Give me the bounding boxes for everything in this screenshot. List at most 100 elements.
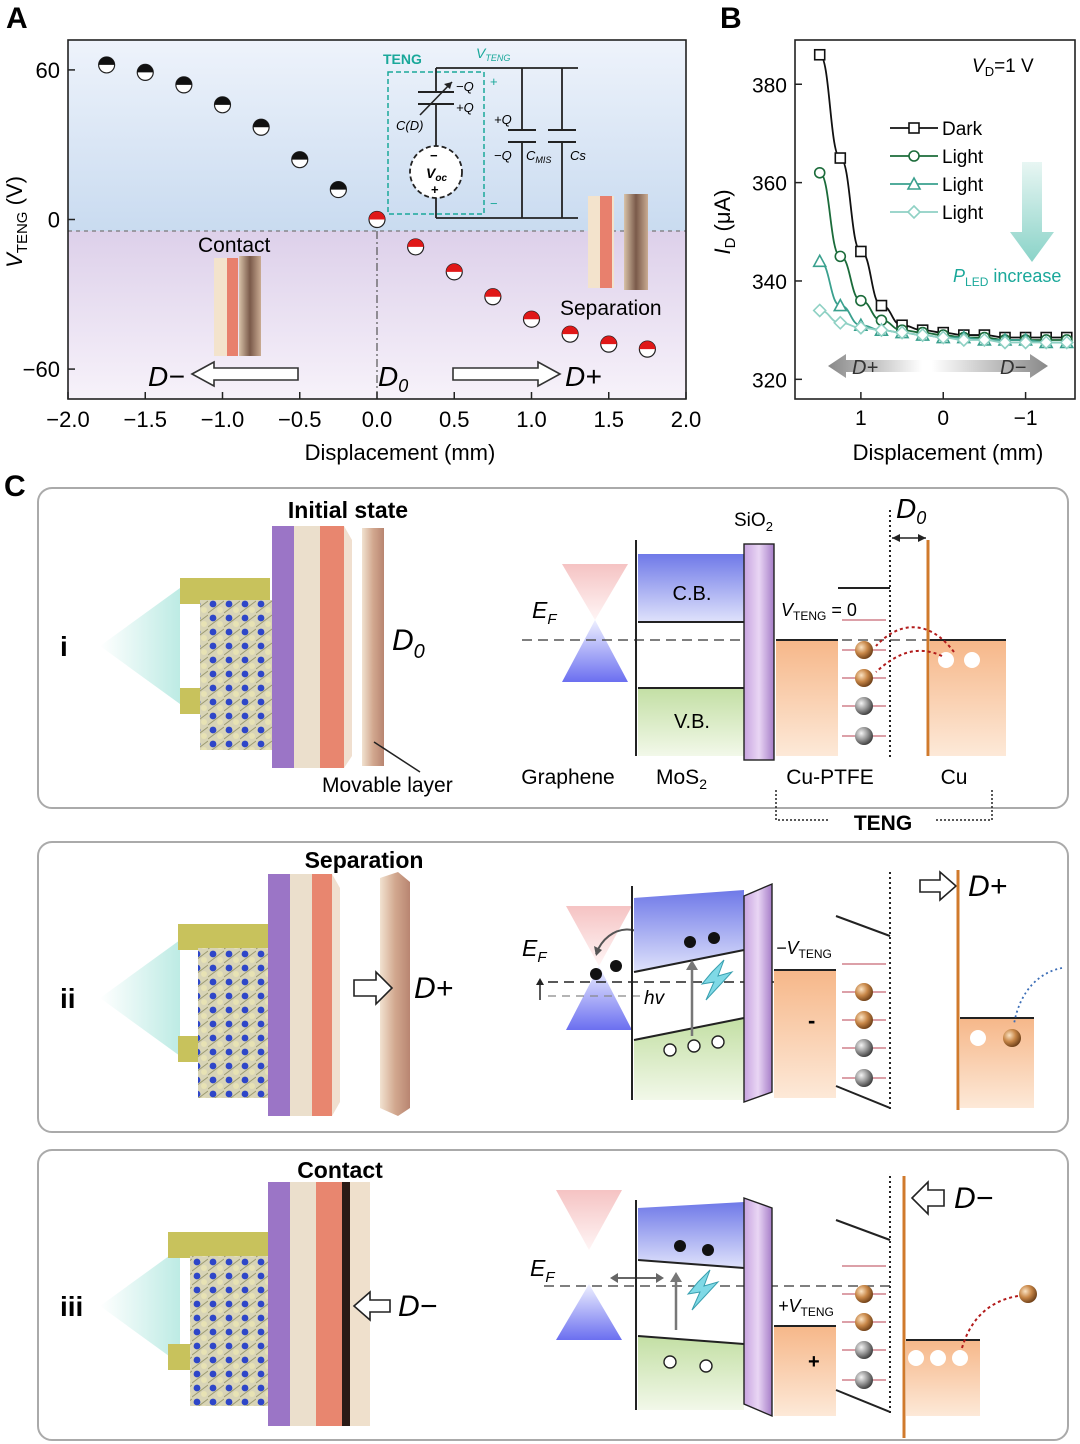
cu-ptfe-metal — [776, 640, 838, 756]
row-frame — [37, 841, 1069, 1133]
data-point — [832, 297, 848, 312]
sio2-barrier — [743, 882, 773, 1103]
legend-label: Light — [942, 203, 984, 224]
y-tick-label: 60 — [36, 58, 60, 83]
legend-label: Light — [942, 147, 984, 168]
vteng-label: −VTENG — [776, 938, 832, 961]
x-tick-label: −1.5 — [124, 407, 167, 432]
data-point — [906, 204, 922, 220]
data-point — [98, 56, 116, 74]
valence-band — [638, 1336, 744, 1410]
conduction-band — [634, 890, 744, 972]
svg-text:+: + — [431, 182, 439, 197]
data-point — [833, 315, 848, 330]
trap-levels — [842, 963, 886, 1087]
hole — [964, 652, 980, 668]
circuit-diagram: TENG VTENG + − − Voc + C(D) −Q +Q +Q −Q … — [383, 45, 586, 219]
d-minus-label-a: D− — [148, 361, 185, 392]
series-diamond — [812, 303, 1074, 350]
x-tick-label: 2.0 — [671, 407, 702, 432]
vteng-zero-label: VTENG = 0 — [781, 600, 857, 623]
svg-text:Cs: Cs — [570, 148, 586, 163]
data-point — [813, 48, 826, 61]
data-point — [906, 176, 922, 190]
vteng-label: +VTENG — [778, 1296, 834, 1319]
data-point — [136, 63, 154, 82]
svg-text:−: − — [430, 148, 438, 163]
data-point — [997, 335, 1013, 350]
electron-path — [961, 1295, 1019, 1349]
electron — [702, 1244, 714, 1256]
separation-film — [624, 194, 648, 290]
electrode-top — [180, 578, 270, 604]
lightning-icon — [700, 959, 734, 1001]
data-point — [894, 325, 910, 340]
layer-cu — [290, 874, 312, 1116]
data-point — [812, 253, 828, 268]
movable-layer-label: Movable layer — [322, 774, 453, 797]
data-point — [407, 238, 425, 256]
panel-label-c: C — [4, 470, 26, 503]
separation-layer-b — [600, 196, 612, 288]
dirac-cone-top — [566, 906, 632, 966]
cu-label: Cu — [941, 766, 968, 789]
hole — [711, 1035, 725, 1049]
svg-text:+Q: +Q — [494, 112, 512, 127]
vb-label: V.B. — [674, 711, 710, 733]
data-point — [855, 294, 867, 307]
y-tick-label: 340 — [752, 271, 787, 294]
data-point — [175, 76, 193, 94]
data-point — [908, 122, 920, 134]
d-plus-right-label: D+ — [968, 870, 1007, 903]
electron — [674, 1240, 686, 1252]
contact-film — [239, 256, 261, 356]
arrow-left-icon — [190, 360, 299, 388]
arrow-right-b-icon — [932, 354, 1048, 378]
mos2-crystal — [200, 600, 272, 750]
data-point — [638, 340, 656, 358]
legend-entry: Dark — [890, 119, 983, 140]
electron-ball — [1003, 1029, 1021, 1047]
data-point — [329, 180, 347, 199]
hole — [687, 1039, 701, 1053]
arrow-left-icon — [352, 1290, 391, 1322]
x-tick-label: 1.5 — [593, 407, 624, 432]
dirac-cone-bottom — [562, 620, 628, 682]
pled-label: PLED increase — [953, 266, 1061, 289]
circuit-vteng-label: VTENG — [476, 45, 510, 63]
svg-text:−: − — [490, 196, 498, 211]
data-point — [291, 151, 309, 169]
data-point — [915, 327, 930, 343]
ef-label: EF — [530, 1255, 555, 1286]
hole — [930, 1350, 946, 1366]
arrow-right-icon — [919, 870, 958, 902]
cmis-label: CMIS — [526, 148, 551, 165]
legend-label: Light — [942, 175, 984, 196]
contact-layer-b — [227, 258, 238, 356]
d0-label-a: D0 — [378, 361, 408, 396]
hv-label: hv — [644, 988, 666, 1009]
data-point — [522, 310, 541, 328]
mos2-crystal — [198, 948, 268, 1098]
data-point — [368, 210, 386, 229]
legend-label: Dark — [942, 119, 983, 140]
y-tick-label: −60 — [23, 357, 60, 382]
x-axis-label-a: Displacement (mm) — [305, 440, 496, 465]
d-minus-label-b: D− — [1000, 357, 1026, 379]
cb-label: C.B. — [673, 583, 712, 605]
data-series-b — [812, 48, 1075, 350]
x-tick-label: 1 — [855, 407, 867, 430]
sio2-barrier — [743, 1197, 773, 1418]
valence-band — [638, 688, 744, 756]
trap-levels — [842, 1265, 886, 1389]
x-tick-label: 0.5 — [439, 407, 470, 432]
row-contact: iii Contact D− EF +VTENG + — [37, 1149, 1069, 1441]
hole — [970, 1030, 986, 1046]
sio2-label: SiO2 — [734, 510, 773, 534]
legend-entry: Light — [890, 203, 984, 224]
data-point — [813, 166, 826, 179]
